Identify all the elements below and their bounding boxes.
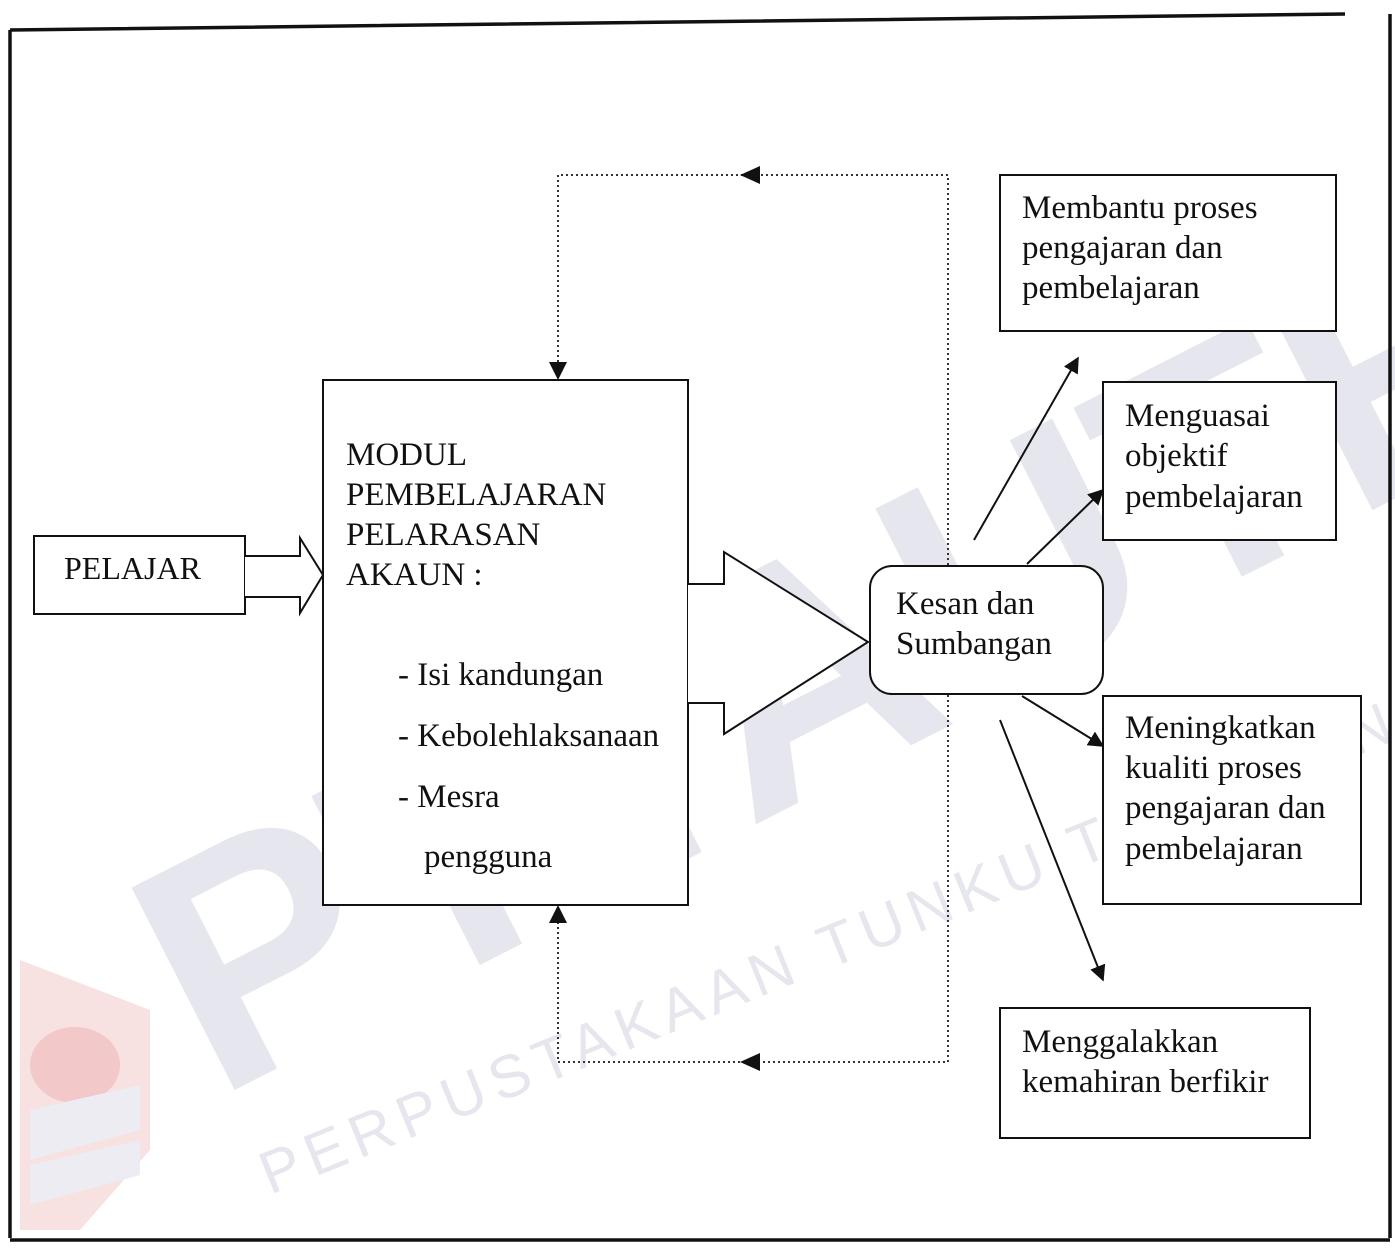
kesan-line: Kesan dan: [896, 586, 1034, 622]
outcome-line: objektif: [1125, 438, 1228, 474]
feedback-bottom-arrowhead-up: [549, 905, 567, 923]
page-frame: [8, 12, 1392, 1242]
modul-items: - Isi kandungan - Kebolehlaksanaan - Mes…: [398, 657, 659, 875]
modul-box: [322, 379, 689, 906]
outcome-box-frame: [999, 174, 1337, 332]
arrow-to-outcome-1: [973, 356, 1079, 541]
watermark-logo: [20, 960, 150, 1230]
feedback-bottom-arrowhead-left: [740, 1053, 760, 1071]
outcome-line: pengajaran dan: [1022, 230, 1223, 266]
arrow-to-outcome-4: [999, 719, 1106, 982]
modul-title-line: PELARASAN: [346, 517, 541, 553]
outcome-line: Menggalakkan: [1022, 1024, 1218, 1060]
outcome-line: kualiti proses: [1125, 750, 1302, 786]
arrow-to-outcome-2: [1026, 488, 1105, 565]
modul-title: MODUL PEMBELAJARAN PELARASAN AKAUN :: [346, 437, 607, 593]
modul-item: pengguna: [424, 839, 553, 875]
modul-title-line: AKAUN :: [346, 557, 483, 593]
arrow-to-outcome-3: [1021, 695, 1105, 747]
outcome-box-frame: [1102, 695, 1362, 905]
outcome-line: Menguasai: [1125, 398, 1270, 434]
feedback-top-arrowhead-down: [549, 362, 567, 380]
modul-title-line: MODUL: [346, 437, 467, 473]
modul-to-kesan-arrow: [688, 550, 870, 736]
outcome-box-frame: [1102, 381, 1337, 541]
outcome-line: Meningkatkan: [1125, 710, 1316, 746]
modul-item: - Kebolehlaksanaan: [398, 718, 659, 754]
outcome-box-frame: [999, 1007, 1311, 1139]
outcome-box-3: Meningkatkan kualiti proses pengajaran d…: [1102, 695, 1362, 905]
outcome-line: Membantu proses: [1022, 190, 1258, 226]
outcome-line: pembelajaran: [1125, 479, 1303, 515]
outcome-line: pembelajaran: [1125, 831, 1303, 867]
modul-item: - Mesra: [398, 779, 500, 815]
outcome-box-2: Menguasai objektif pembelajaran: [1102, 381, 1337, 541]
feedback-arrowheads: [549, 166, 760, 1071]
outcome-box-4: Menggalakkan kemahiran berfikir: [999, 1007, 1311, 1139]
pelajar-label: PELAJAR: [64, 550, 202, 586]
outcome-box-1: Membantu proses pengajaran dan pembelaja…: [999, 174, 1337, 332]
feedback-top-arrowhead-left: [740, 166, 760, 184]
outcome-line: pengajaran dan: [1125, 790, 1326, 826]
modul-title-line: PEMBELAJARAN: [346, 477, 607, 513]
outcome-line: pembelajaran: [1022, 270, 1200, 306]
pelajar-to-modul-arrow: [245, 534, 325, 617]
kesan-line: Sumbangan: [896, 626, 1052, 662]
modul-item: - Isi kandungan: [398, 657, 603, 693]
outcome-line: kemahiran berfikir: [1022, 1064, 1268, 1100]
outcome-arrows: [973, 356, 1106, 982]
kesan-box: [869, 565, 1104, 695]
